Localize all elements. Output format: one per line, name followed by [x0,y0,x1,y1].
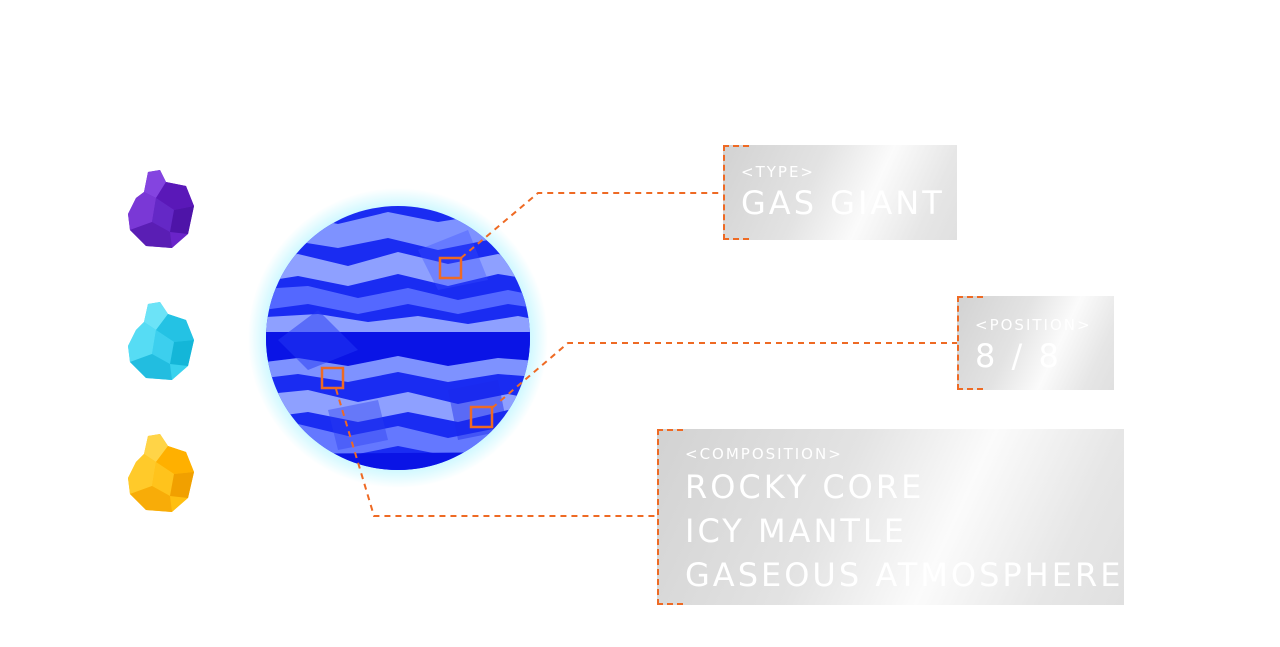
planet-selector-cyan[interactable] [126,300,196,382]
planet-gas-giant[interactable] [248,188,548,490]
planet-selector-yellow[interactable] [126,432,196,514]
panel-bracket [957,296,983,390]
panel-bracket [723,145,749,240]
purple-rock-icon [128,170,194,248]
info-panel-position: <POSITION> 8 / 8 [957,296,1114,390]
info-panel-type: <TYPE> GAS GIANT [723,145,957,240]
type-tag: <TYPE> [741,163,815,181]
composition-line-atmosphere: GASEOUS ATMOSPHERE [685,556,1124,594]
cyan-rock-icon [128,302,194,380]
composition-line-core: ROCKY CORE [685,468,925,506]
planet-selector-purple[interactable] [126,168,196,250]
position-tag: <POSITION> [975,316,1092,334]
planet-icon [248,188,548,488]
composition-line-mantle: ICY MANTLE [685,512,907,550]
type-value: GAS GIANT [741,184,945,222]
info-panel-composition: <COMPOSITION> ROCKY CORE ICY MANTLE GASE… [657,429,1124,605]
composition-tag: <COMPOSITION> [685,445,843,463]
panel-bracket [657,429,683,605]
yellow-rock-icon [128,434,194,512]
position-value: 8 / 8 [975,337,1062,375]
